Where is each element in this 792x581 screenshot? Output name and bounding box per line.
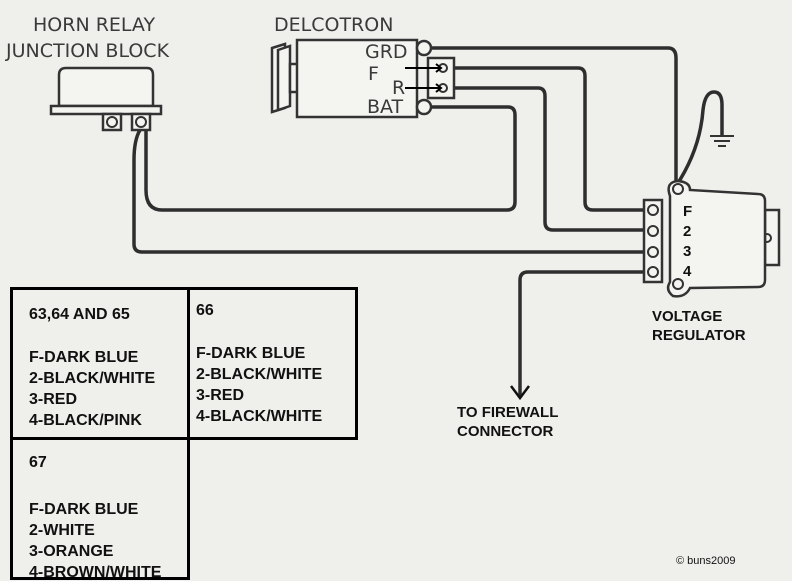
table-row: F-DARK BLUE: [29, 349, 139, 366]
wire-4: [518, 270, 649, 397]
regulator-terminal-2: 2: [683, 223, 691, 240]
wire-bat: [144, 105, 517, 212]
table-row: F-DARK BLUE: [196, 345, 306, 362]
color-table-63-65: 63,64 AND 65 F-DARK BLUE 2-BLACK/WHITE 3…: [10, 287, 190, 440]
wire-ground: [674, 90, 724, 188]
ground-symbol-icon: [710, 135, 734, 147]
firewall-arrow-icon: [510, 385, 530, 401]
table-row: F-DARK BLUE: [29, 501, 139, 518]
table-row: 2-BLACK/WHITE: [29, 370, 156, 387]
voltage-regulator: [642, 179, 781, 298]
horn-relay-junction-block: [49, 66, 163, 132]
color-table-66: 66 F-DARK BLUE 2-BLACK/WHITE 3-RED 4-BLA…: [187, 287, 358, 440]
table-years: 63,64 AND 65: [29, 306, 130, 323]
voltage-regulator-label-1: VOLTAGE: [652, 308, 722, 325]
wires: [132, 46, 724, 401]
firewall-label-1: TO FIREWALL: [457, 404, 558, 421]
table-row: 3-RED: [29, 391, 78, 408]
horn-relay-title-1: HORN RELAY: [33, 14, 155, 36]
color-table-67: 67 F-DARK BLUE 2-WHITE 3-ORANGE 4-BROWN/…: [10, 437, 190, 581]
terminal-f-label: F: [368, 63, 379, 85]
firewall-label-2: CONNECTOR: [457, 423, 554, 440]
table-row: 4-BROWN/WHITE: [29, 564, 162, 581]
table-years: 66: [196, 302, 214, 319]
terminal-bat-label: BAT: [367, 96, 404, 118]
horn-relay-title-2: JUNCTION BLOCK: [5, 40, 170, 62]
table-row: 2-WHITE: [29, 522, 95, 539]
wire-grd: [422, 46, 678, 188]
terminal-r-label: R: [392, 77, 405, 99]
table-row: 3-ORANGE: [29, 543, 114, 560]
terminal-grd-label: GRD: [365, 41, 408, 63]
table-row: 2-BLACK/WHITE: [196, 366, 323, 383]
wire-f: [453, 66, 649, 212]
table-row: 3-RED: [196, 387, 245, 404]
wire-r: [453, 86, 649, 232]
table-row: 4-BLACK/WHITE: [196, 408, 323, 425]
delcotron-alternator: [270, 38, 456, 119]
regulator-terminal-f: F: [683, 203, 692, 220]
wire-3: [132, 128, 649, 254]
copyright: © buns2009: [676, 555, 736, 567]
regulator-terminal-3: 3: [683, 243, 691, 260]
table-row: 4-BLACK/PINK: [29, 412, 142, 429]
table-years: 67: [29, 454, 47, 471]
delcotron-title: DELCOTRON: [274, 14, 393, 36]
voltage-regulator-label-2: REGULATOR: [652, 327, 746, 344]
regulator-terminal-4: 4: [683, 263, 692, 280]
